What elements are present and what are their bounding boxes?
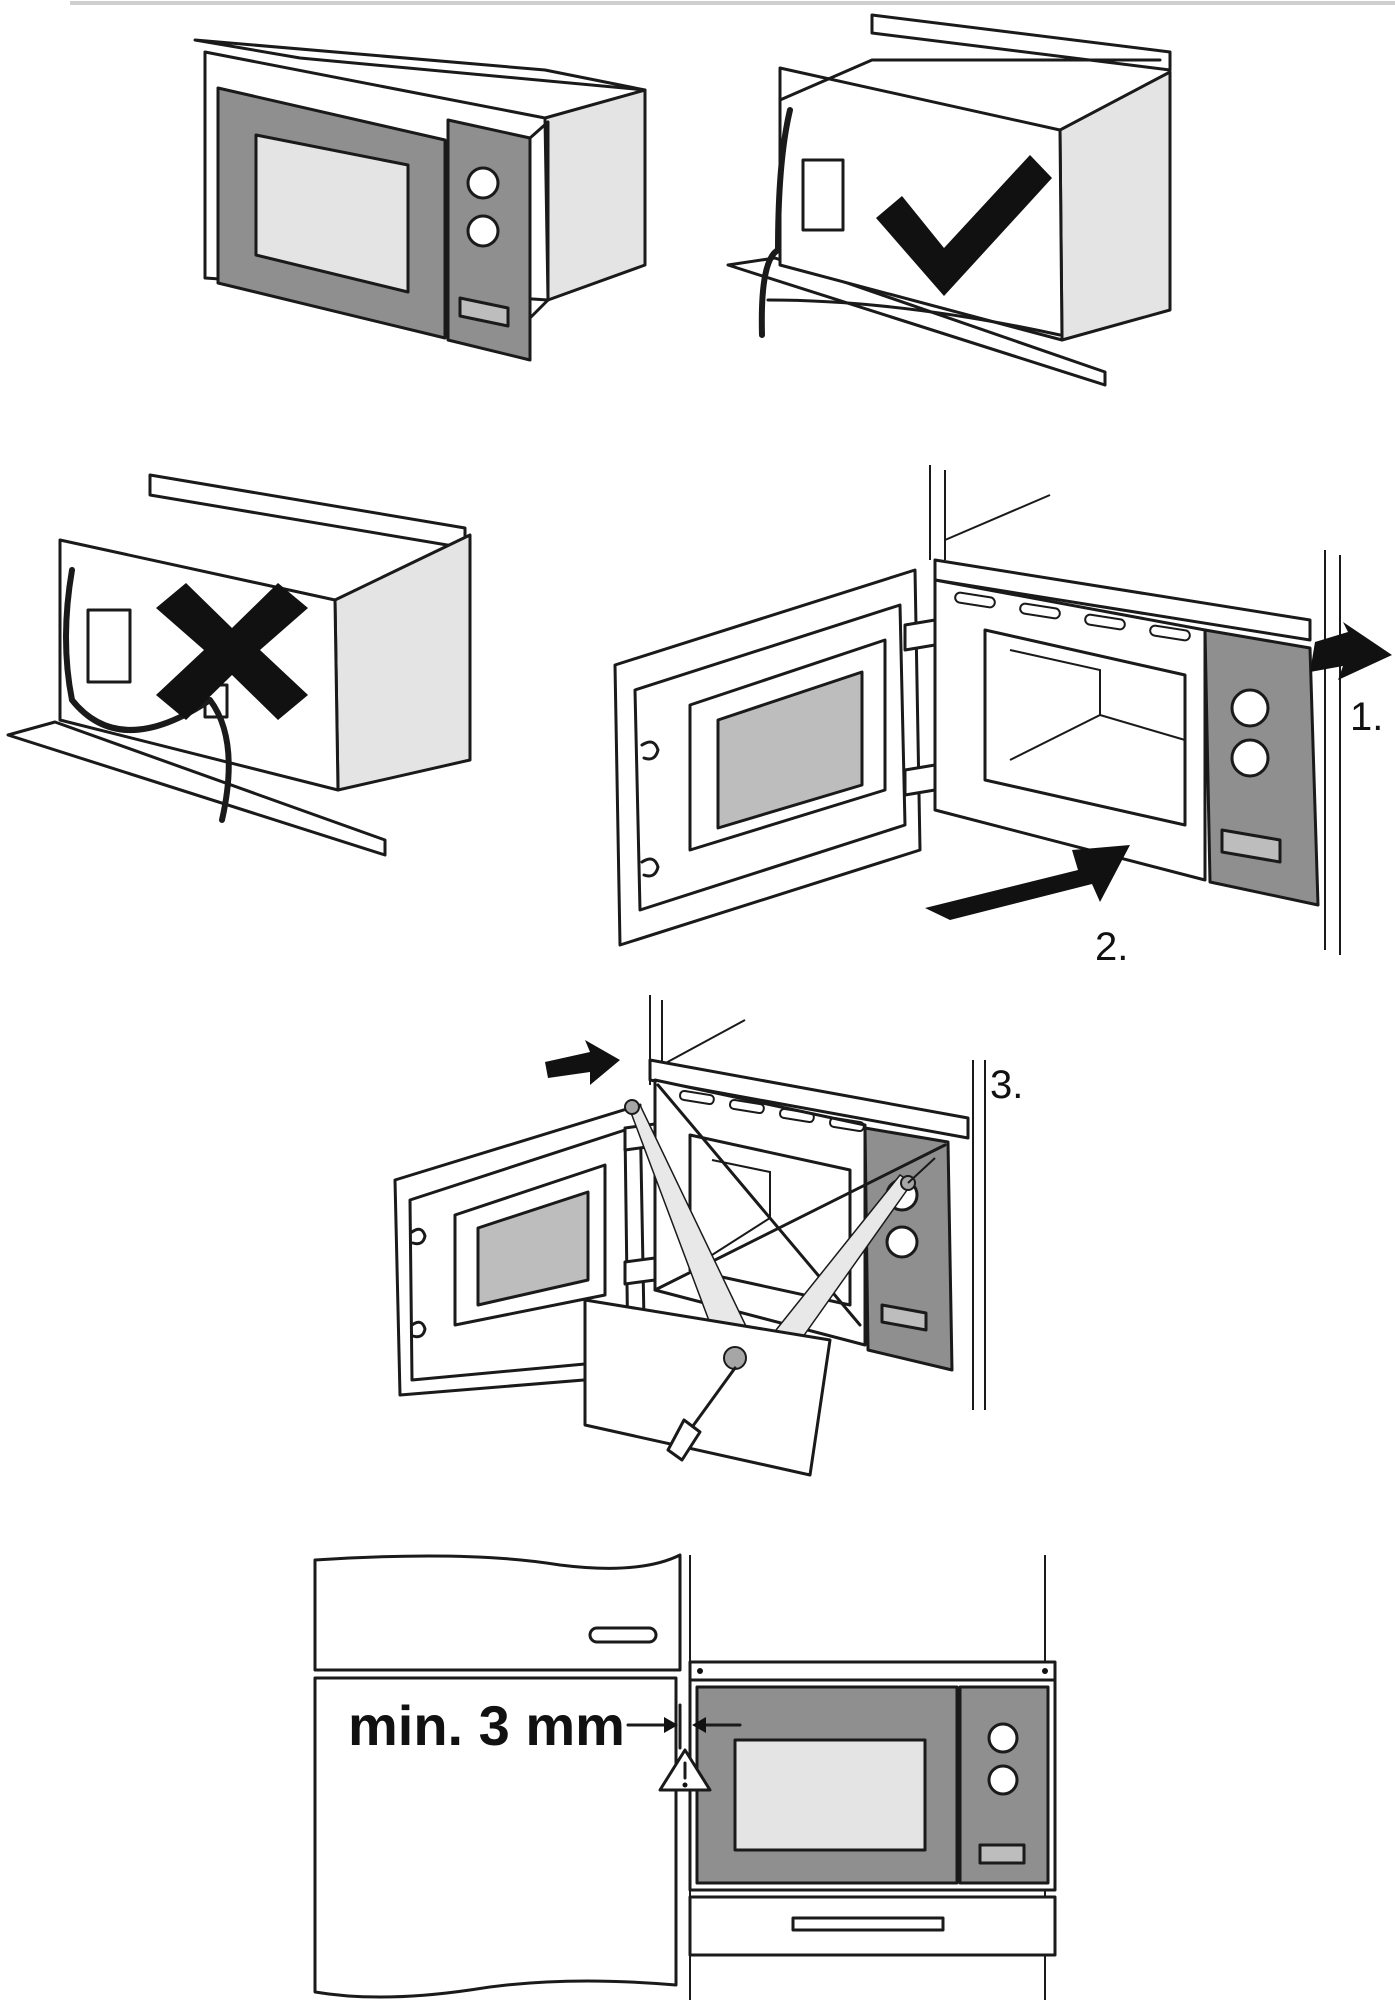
control-knob	[466, 214, 500, 248]
display	[1220, 828, 1282, 864]
cavity-back	[711, 1159, 771, 1256]
microwave-window	[733, 1738, 927, 1852]
panel-incorrect-installation	[6, 473, 472, 857]
hinge	[903, 618, 937, 652]
door-window	[716, 670, 864, 830]
screw-pointer	[907, 1157, 936, 1184]
cavity-back	[1009, 649, 1101, 761]
door-window	[476, 1190, 590, 1307]
microwave-side	[543, 88, 647, 302]
power-cable	[63, 567, 232, 823]
warning-mark	[682, 1782, 688, 1788]
frame-top-strip	[648, 1058, 970, 1140]
microwave-side	[1058, 70, 1172, 342]
frame-top-strip	[870, 13, 1172, 72]
microwave-side	[333, 533, 472, 792]
screw	[1042, 1668, 1048, 1674]
step-3-label: 3.	[990, 1063, 1023, 1107]
oven-cavity	[983, 628, 1187, 827]
display	[458, 296, 510, 328]
cabinet-edge	[661, 1019, 746, 1066]
frame-edge	[528, 120, 550, 320]
frame-top-strip	[148, 473, 467, 550]
screw	[697, 1668, 703, 1674]
arrow-icon	[692, 1717, 706, 1733]
door-hook	[410, 1320, 427, 1339]
control-knob	[1230, 688, 1270, 728]
door-hook	[410, 1227, 427, 1246]
arrow-icon	[925, 845, 1130, 920]
door-hook	[640, 857, 660, 878]
arrow-icon	[664, 1717, 678, 1733]
rear-label	[801, 158, 845, 232]
detail-inset	[583, 1298, 832, 1477]
arrow-icon	[545, 1040, 620, 1085]
panel-steps-1-2: 1. 2.	[613, 465, 1392, 969]
shelf	[6, 720, 387, 857]
vent-slots	[954, 591, 1191, 642]
control-knob	[1230, 738, 1270, 778]
frame-top-strip	[933, 558, 1312, 642]
frame-top-strip	[688, 1660, 1057, 1682]
screw	[624, 1099, 640, 1115]
screwdriver-shaft	[688, 1366, 737, 1432]
microwave-window	[254, 133, 410, 294]
step-2-label: 2.	[1095, 925, 1128, 969]
power-cable	[758, 107, 793, 338]
panel-microwave-front	[193, 38, 647, 362]
screw	[723, 1346, 747, 1370]
panel-correct-installation	[726, 13, 1172, 387]
door-hook	[640, 740, 660, 761]
vent-slots	[679, 1089, 865, 1133]
display	[978, 1843, 1026, 1865]
display	[880, 1303, 928, 1332]
rear-label	[86, 608, 132, 684]
control-knob	[466, 166, 500, 200]
cabinet-handle	[588, 1626, 658, 1644]
arrow-icon	[1310, 622, 1392, 680]
gap-label: min. 3 mm	[348, 1694, 625, 1757]
upper-cabinet	[313, 1553, 682, 1672]
side-cabinet-door	[313, 1676, 678, 1999]
cavity-back	[1099, 714, 1186, 741]
step-1-label: 1.	[1350, 695, 1383, 739]
cross-icon	[156, 583, 308, 720]
control-knob	[885, 1225, 919, 1259]
shelf	[726, 256, 1107, 387]
control-knob	[987, 1722, 1019, 1754]
panel-clearance: min. 3 mm	[313, 1553, 1057, 2000]
cabinet-edge	[944, 494, 1051, 541]
drawer	[688, 1895, 1057, 1957]
rear-frame-line	[778, 58, 1162, 102]
control-knob	[987, 1764, 1019, 1796]
hinge	[623, 1256, 657, 1286]
panel-step-3: 3.	[393, 995, 1023, 1477]
hinge	[903, 763, 937, 797]
checkmark-icon	[876, 155, 1052, 296]
screwdriver-handle	[666, 1418, 702, 1462]
cable-routing	[766, 298, 1062, 337]
drawer-handle	[791, 1916, 945, 1932]
